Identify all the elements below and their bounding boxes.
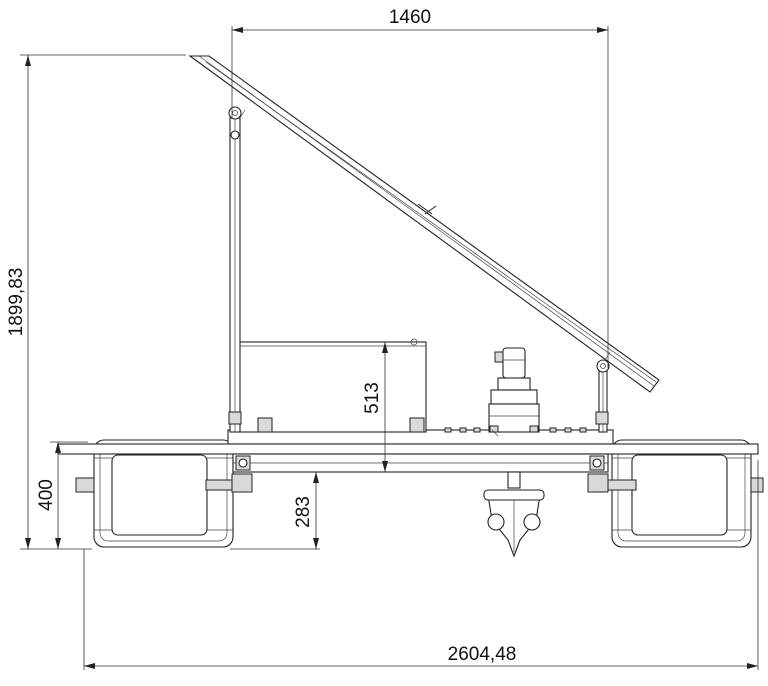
dimension-top-width	[231, 26, 609, 368]
dimension-label-clearance: 283	[293, 496, 314, 528]
solar-panel	[188, 55, 660, 393]
dimension-box-height	[382, 342, 388, 472]
dimension-clearance	[230, 472, 320, 550]
dimension-overall-width	[83, 460, 759, 670]
dimension-float-height	[50, 441, 88, 549]
main-frame	[57, 429, 759, 493]
battery-box	[236, 338, 427, 433]
dimension-label-total-height: 1899,83	[6, 268, 27, 337]
left-float	[75, 439, 247, 548]
dimension-label-top-width: 1460	[389, 7, 431, 28]
right-float	[595, 439, 764, 548]
dimension-label-overall-width: 2604,48	[448, 644, 517, 665]
dimension-label-float-height: 400	[36, 479, 57, 511]
dimension-label-box-height: 513	[362, 382, 383, 414]
dimension-total-height	[20, 54, 186, 550]
propeller-assembly	[483, 471, 545, 558]
deck-fittings	[444, 427, 587, 437]
pump-motor	[488, 347, 540, 433]
